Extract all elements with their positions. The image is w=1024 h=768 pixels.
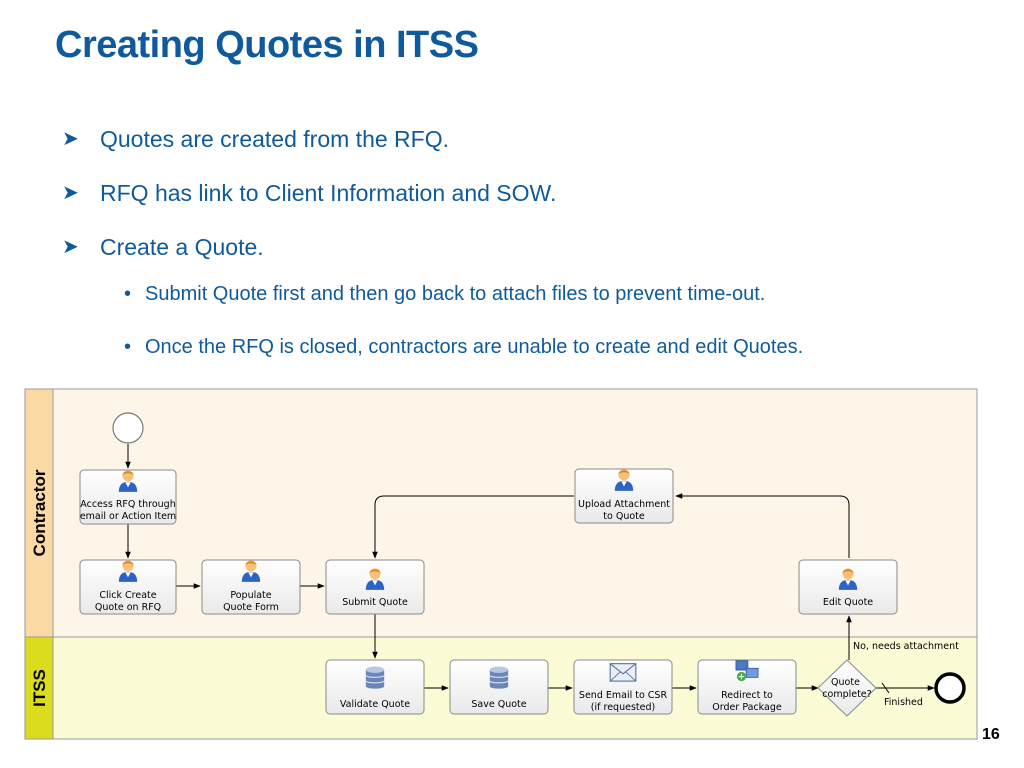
task-label-line: Save Quote: [471, 699, 526, 710]
dot-bullet-icon: •: [124, 336, 132, 358]
svg-text:Validate Quote: Validate Quote: [340, 699, 410, 710]
dot-bullet-icon: •: [124, 283, 132, 305]
end-event: [934, 672, 966, 704]
start-event: [112, 412, 144, 444]
database-icon: [489, 665, 509, 690]
gateway-quote-complete: Quote complete?: [817, 659, 877, 717]
task-label-line: Send Email to CSR: [579, 690, 668, 701]
task-label-line: email or Action Item: [80, 511, 176, 522]
task-validate: Validate Quote: [325, 659, 425, 715]
gateway-label-line: Quote: [831, 677, 860, 688]
arrow-bullet-icon: ➤: [62, 128, 79, 150]
task-label-line: Redirect to: [721, 690, 773, 701]
flow-label-needs-attachment: No, needs attachment: [853, 641, 959, 652]
arrow-bullet-icon: ➤: [62, 236, 79, 258]
task-label-line: Quote on RFQ: [95, 602, 161, 613]
database-icon: [365, 665, 385, 690]
task-label-line: Populate: [230, 590, 271, 601]
sub-bullet-text: Submit Quote first and then go back to a…: [145, 283, 766, 305]
bullet-item: ➤ Create a Quote.: [62, 216, 1012, 270]
sub-bullet-item: • Once the RFQ is closed, contractors ar…: [62, 323, 1012, 376]
task-label-line: Order Package: [712, 702, 782, 713]
bullet-text: Create a Quote.: [100, 234, 264, 260]
svg-text:Edit Quote: Edit Quote: [823, 597, 873, 608]
page-number: 16: [982, 726, 1000, 743]
task-label-line: Click Create: [99, 590, 156, 601]
bullet-text: RFQ has link to Client Information and S…: [100, 180, 557, 206]
svg-text:Submit Quote: Submit Quote: [342, 597, 408, 608]
task-label-line: to Quote: [603, 511, 645, 522]
bullet-item: ➤ RFQ has link to Client Information and…: [62, 162, 1012, 216]
lane-label-contractor: Contractor: [30, 469, 49, 556]
task-label-line: (if requested): [591, 702, 655, 713]
task-label-line: Upload Attachment: [578, 499, 670, 510]
task-edit: Edit Quote: [798, 559, 898, 615]
task-submit: Submit Quote: [325, 559, 425, 615]
flow-label-finished: Finished: [884, 697, 923, 708]
lane-label-itss: ITSS: [30, 669, 49, 707]
task-label-line: Submit Quote: [342, 597, 408, 608]
gateway-label-line: complete?: [822, 689, 871, 700]
swimlane-contractor: Contractor: [24, 388, 978, 638]
bullet-item: ➤ Quotes are created from the RFQ.: [62, 108, 1012, 162]
task-label-line: Access RFQ through: [80, 499, 175, 510]
svg-text:Quote complete?: Quote complete?: [822, 677, 871, 700]
bullet-list: ➤ Quotes are created from the RFQ. ➤ RFQ…: [62, 108, 1012, 376]
slide-title: Creating Quotes in ITSS: [55, 24, 479, 66]
task-send-email: Send Email to CSR(if requested): [573, 659, 673, 715]
svg-text:Send Email to CSR(if requested: Send Email to CSR(if requested): [579, 690, 668, 713]
flow-tick-mark: [881, 682, 890, 694]
sub-bullet-text: Once the RFQ is closed, contractors are …: [145, 336, 804, 358]
task-label-line: Quote Form: [223, 602, 279, 613]
task-label-line: Edit Quote: [823, 597, 873, 608]
flow-upload-to-submit: [372, 495, 574, 559]
flow-edit-to-upload: [675, 493, 850, 558]
process-diagram: Contractor ITSS No, needs attachment Fin…: [24, 388, 978, 740]
task-label-line: Validate Quote: [340, 699, 410, 710]
arrow-bullet-icon: ➤: [62, 182, 79, 204]
task-save: Save Quote: [449, 659, 549, 715]
envelope-icon: [609, 663, 637, 682]
svg-text:Save Quote: Save Quote: [471, 699, 526, 710]
sub-bullet-item: • Submit Quote first and then go back to…: [62, 270, 1012, 323]
bullet-text: Quotes are created from the RFQ.: [100, 126, 449, 152]
